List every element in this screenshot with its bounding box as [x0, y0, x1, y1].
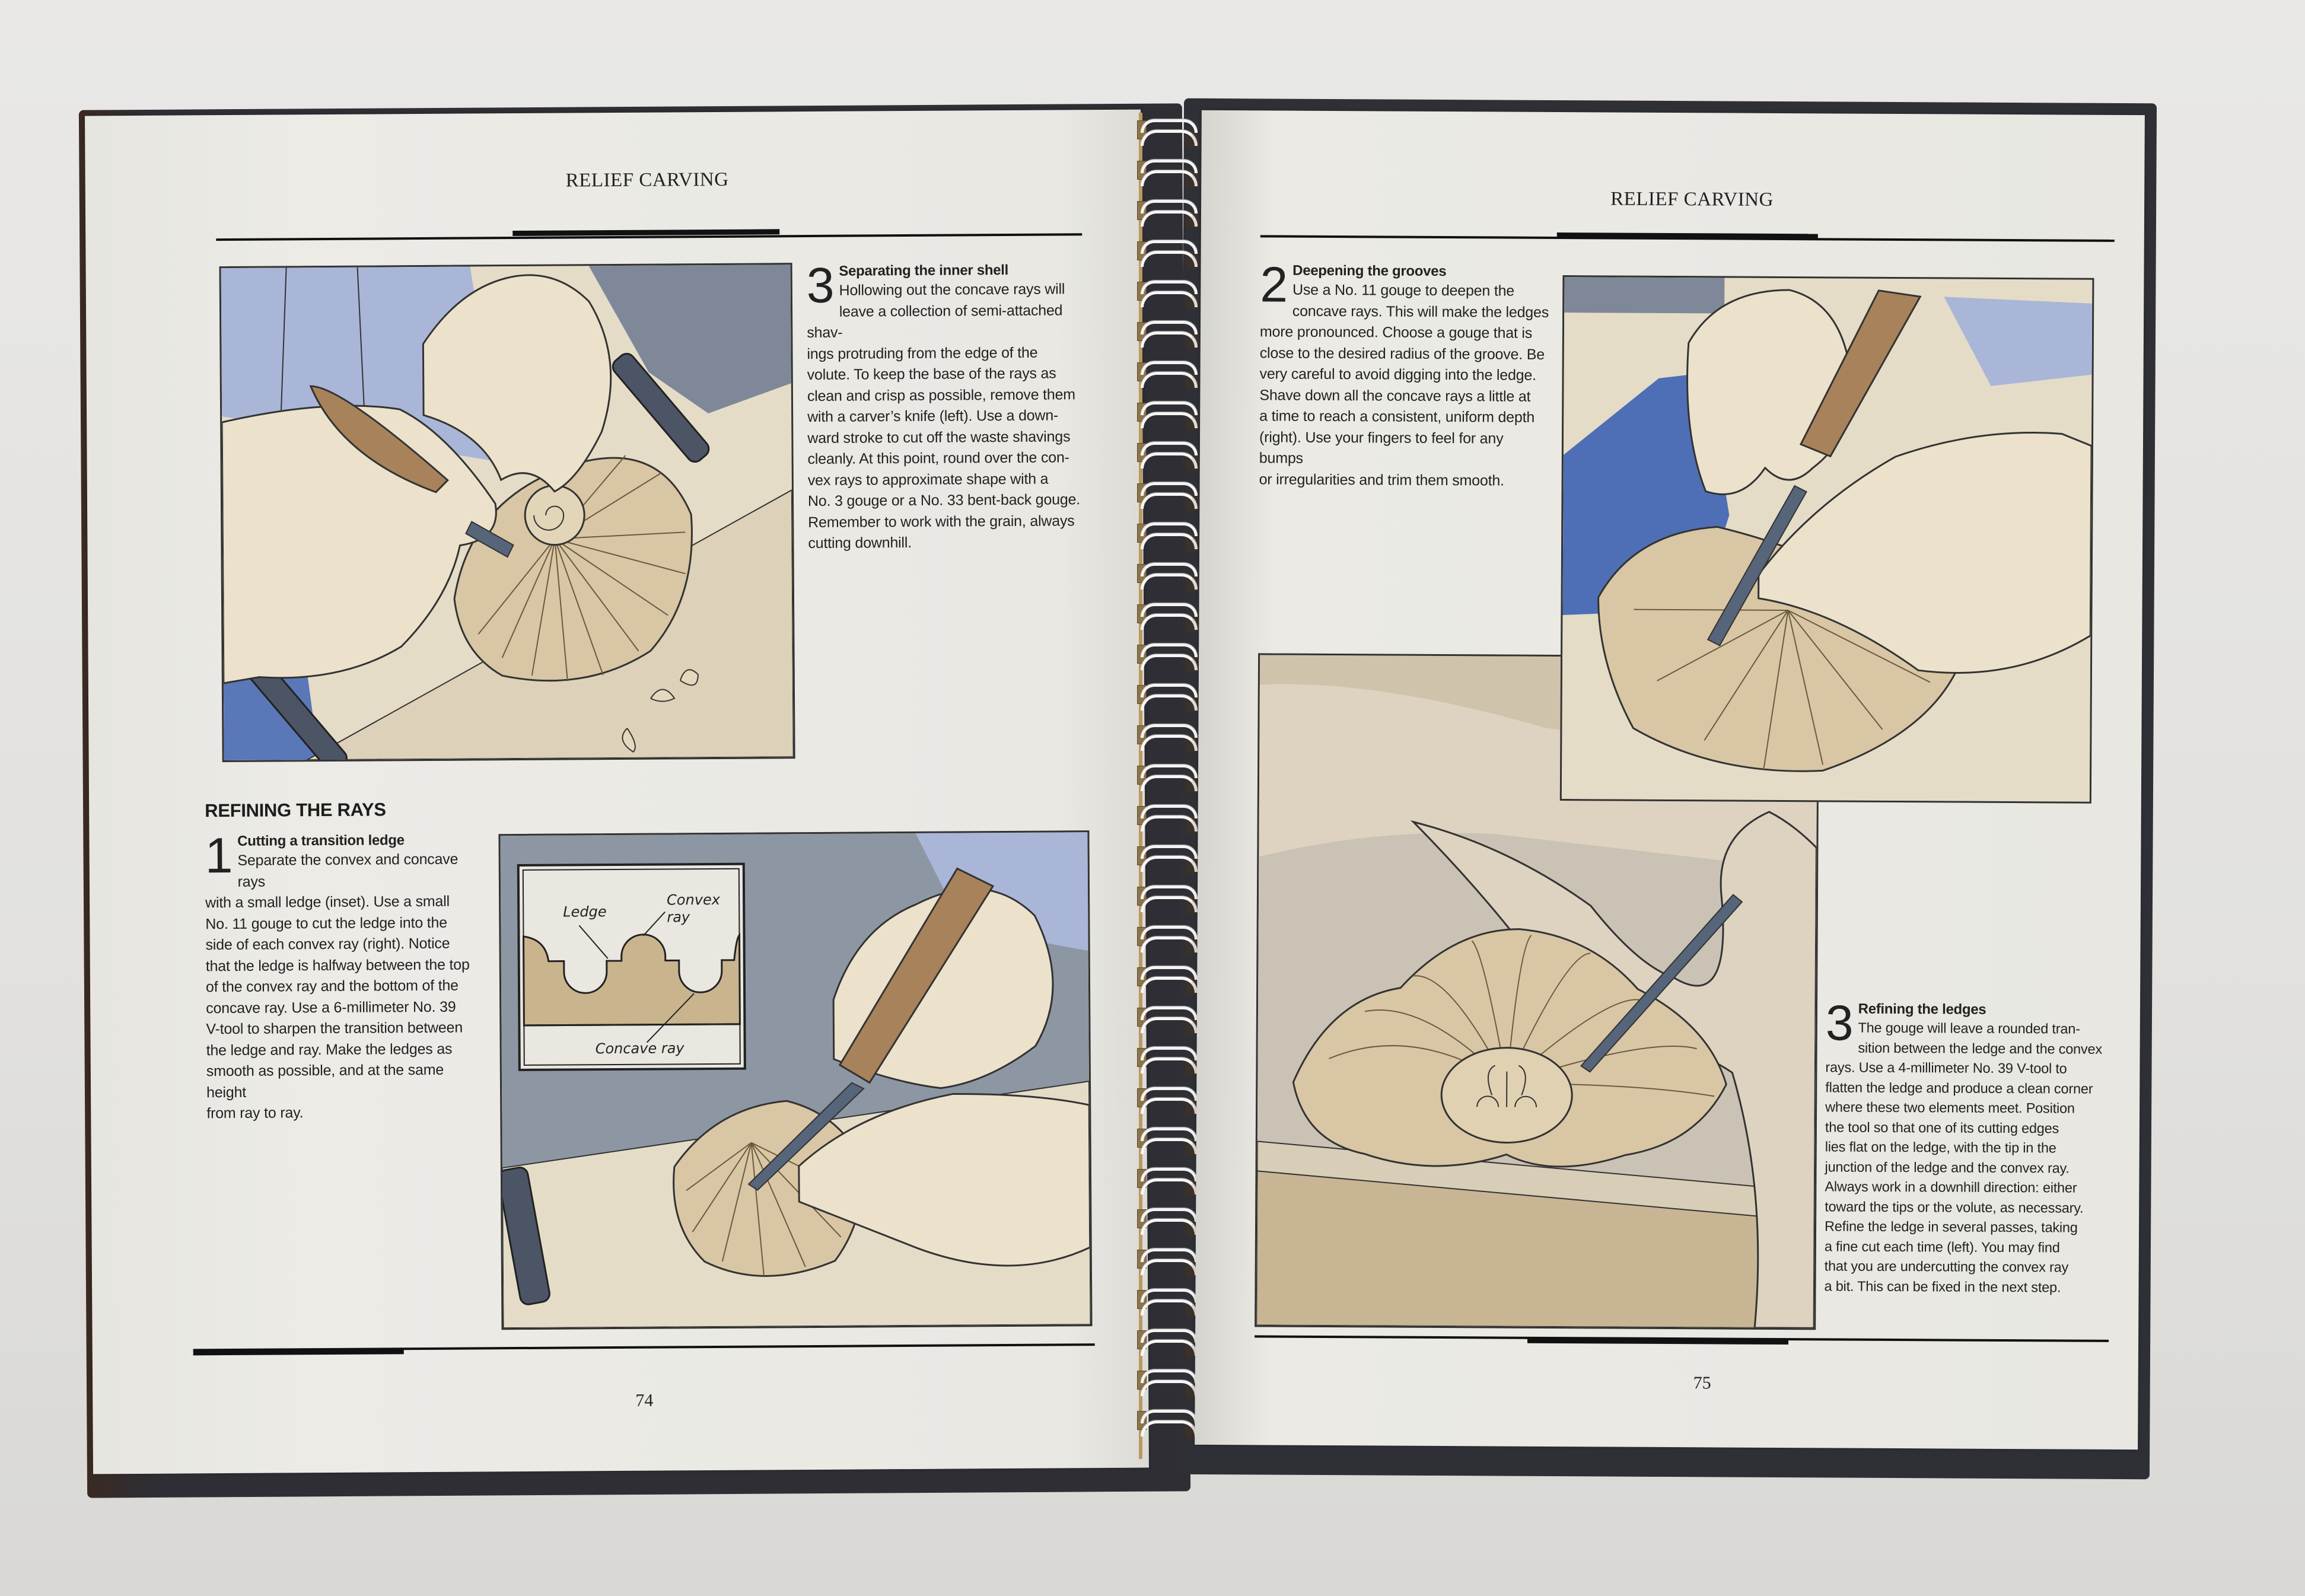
- step-title: Separating the inner shell: [839, 262, 1009, 279]
- inset-label-concave-ray: Concave ray: [596, 1040, 685, 1057]
- step-title: Cutting a transition ledge: [237, 832, 405, 849]
- spiral-binding: [1136, 104, 1201, 1462]
- running-head: RELIEF CARVING: [1610, 188, 1774, 211]
- step-body: Separate the convex and concave rays wit…: [205, 850, 470, 1122]
- inset-label-convex-ray: ray: [667, 909, 690, 925]
- step-3-separating-inner-shell: 3 Separating the inner shell Hollowing o…: [806, 257, 1087, 554]
- inset-label-convex: Convex: [667, 891, 721, 909]
- footer-rule-accent: [1527, 1337, 1789, 1345]
- illustration-gouge-deepening-grooves: [1559, 275, 2094, 804]
- step-1-cutting-transition-ledge: 1 Cutting a transition ledge Separate th…: [205, 827, 485, 1124]
- illustration-knife-trimming-shell: [219, 263, 795, 763]
- step-body: The gouge will leave a rounded tran- sit…: [1824, 1020, 2103, 1295]
- page-74: RELIEF CARVING: [85, 109, 1149, 1474]
- running-head: RELIEF CARVING: [565, 168, 729, 192]
- inset-diagram: Ledge Convex ray Concave ray: [517, 862, 746, 1072]
- page-75: RELIEF CARVING 2 Deepening the grooves U…: [1195, 110, 2145, 1450]
- spine-edge: [1139, 113, 1142, 1459]
- inset-label-ledge: Ledge: [563, 903, 607, 920]
- footer-rule-accent: [193, 1349, 404, 1356]
- step-title: Deepening the grooves: [1292, 262, 1447, 280]
- step-title: Refining the ledges: [1858, 1001, 1986, 1018]
- step-number: 1: [205, 827, 233, 884]
- page-number: 75: [1693, 1373, 1711, 1393]
- step-body: Hollowing out the concave rays will leav…: [807, 281, 1081, 552]
- step-body: Use a No. 11 gouge to deepen the concave…: [1259, 281, 1549, 489]
- step-number: 3: [1825, 995, 1854, 1051]
- illustration-v-tool-refining-ledge: [1255, 653, 1820, 1330]
- step-3-refining-ledges: 3 Refining the ledges The gouge will lea…: [1824, 995, 2105, 1297]
- illustration-gouge-cutting-ledge: Ledge Convex ray Concave ray: [498, 830, 1093, 1330]
- page-number: 74: [635, 1390, 654, 1410]
- step-number: 3: [806, 257, 835, 314]
- step-number: 2: [1260, 256, 1288, 313]
- step-2-deepening-grooves: 2 Deepening the grooves Use a No. 11 gou…: [1259, 256, 1551, 492]
- section-heading: REFINING THE RAYS: [205, 799, 386, 821]
